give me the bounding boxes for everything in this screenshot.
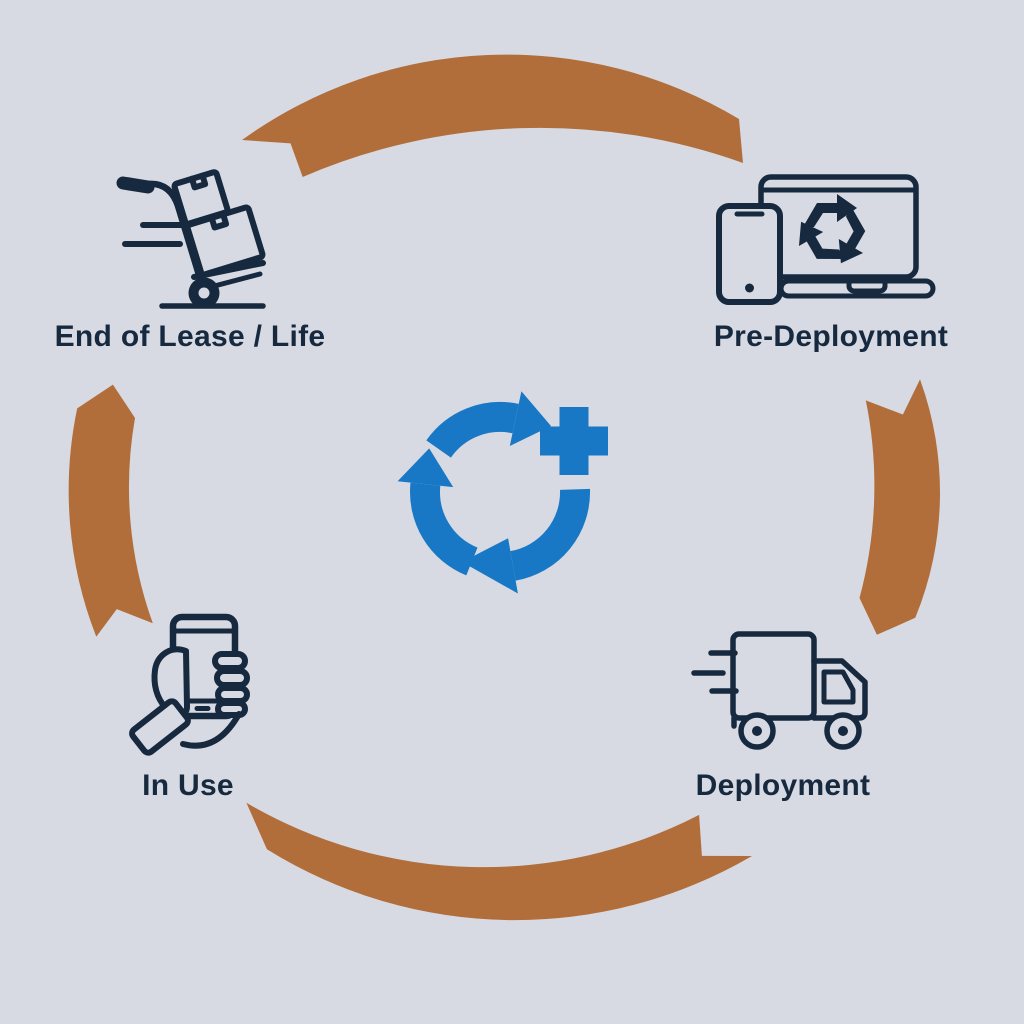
delivery-truck-icon: [691, 631, 868, 750]
cycle-arrow-right: [859, 379, 940, 635]
cycle-arrow-left: [68, 384, 153, 637]
stage-label-pre-deployment: Pre-Deployment: [713, 320, 949, 353]
renew-cycle-plus-icon: [397, 391, 608, 594]
stage-label-in-use: In Use: [142, 769, 234, 802]
stage-label-deployment: Deployment: [695, 769, 871, 802]
laptop-phone-recycle-icon: [716, 174, 936, 305]
hand-holding-phone-icon: [129, 613, 250, 756]
stage-label-end-of-lease-life: End of Lease / Life: [54, 320, 326, 353]
cycle-arrow-top: [242, 54, 743, 177]
recycle-symbol-icon: [798, 194, 866, 264]
hand-truck-boxes-icon: [116, 169, 266, 309]
plus-icon: [540, 407, 608, 475]
cycle-arrow-bottom: [246, 802, 752, 921]
